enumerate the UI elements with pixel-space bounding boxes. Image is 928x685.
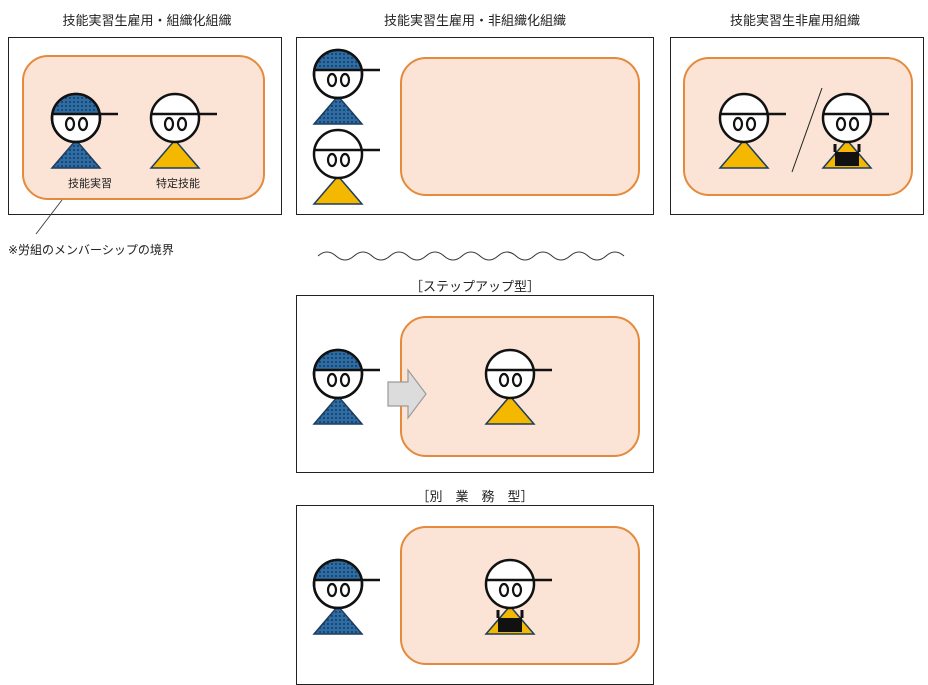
union-boundary-note: ※労組のメンバーシップの境界 (8, 243, 174, 257)
panel2-organization (400, 57, 640, 196)
panel2-title: 技能実習生雇用・非組織化組織 (383, 14, 566, 29)
label-trainee: 技能実習 (68, 177, 112, 190)
label-specified-skill: 特定技能 (156, 177, 200, 190)
specified-skill-figure (312, 128, 380, 205)
worker-apron-figure (484, 558, 552, 635)
trainee-figure (50, 92, 118, 169)
specified-skill-figure (484, 348, 552, 425)
specified-skill-figure (149, 92, 217, 169)
panel3-title: 技能実習生非雇用組織 (729, 14, 860, 29)
worker-apron-figure (821, 92, 889, 169)
trainee-figure (312, 558, 380, 635)
trainee-figure (312, 348, 380, 425)
panel1-title: 技能実習生雇用・組織化組織 (62, 14, 232, 29)
stepup-title: ［ステップアップ型］ (409, 280, 540, 295)
trainee-figure (312, 48, 380, 125)
specified-skill-figure (718, 92, 786, 169)
separate-work-organization (400, 526, 640, 665)
separate-work-title: ［別 業 務 型］ (416, 490, 534, 505)
